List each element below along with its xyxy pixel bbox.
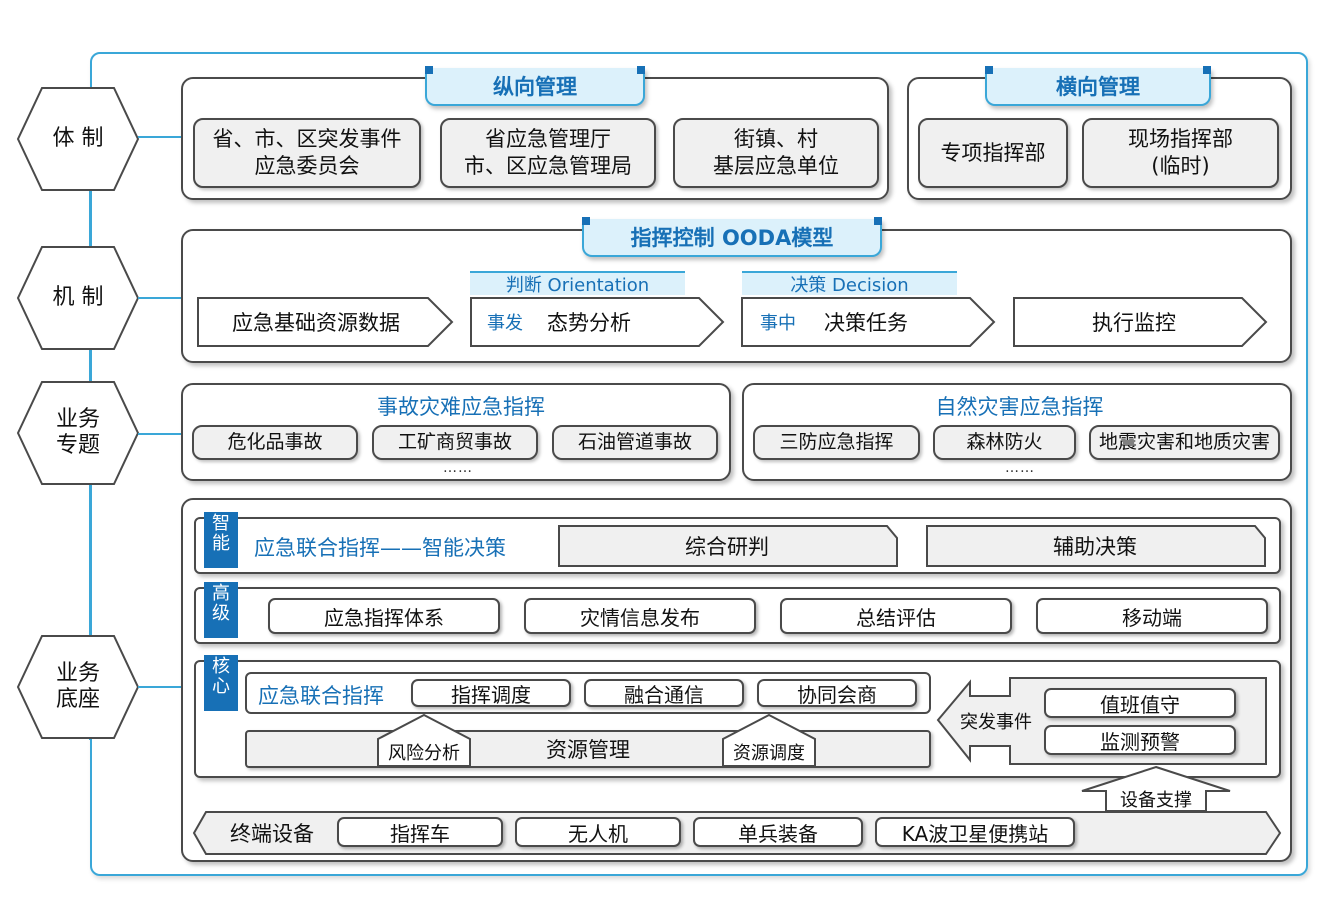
core-ribbon: 核 心	[204, 655, 238, 711]
hazardous-chem-box: 危化品事故	[192, 425, 358, 460]
natural-ellipsis: ……	[1005, 460, 1035, 476]
monitoring-box: 监测预警	[1044, 725, 1236, 755]
ooda-step-data: 应急基础资源数据	[196, 296, 456, 350]
comprehensive-analysis-label: 综合研判	[685, 535, 769, 559]
field-command-box: 现场指挥部 (临时)	[1082, 118, 1279, 188]
resource-dispatch-label: 资源调度	[733, 743, 805, 764]
during-label: 事中	[760, 313, 796, 334]
disaster-info-box: 灾情信息发布	[524, 598, 756, 634]
command-vehicle-box: 指挥车	[337, 817, 503, 847]
terminal-label: 终端设备	[230, 822, 314, 846]
ooda-step-situation: 事发 态势分析	[469, 296, 727, 350]
dispatch-box: 指挥调度	[411, 679, 571, 707]
pipeline-box: 石油管道事故	[552, 425, 718, 460]
connector	[138, 136, 182, 138]
summary-eval-box: 总结评估	[780, 598, 1012, 634]
risk-analysis-arrow: 风险分析	[376, 713, 472, 768]
layer-hex-system: 体 制	[16, 86, 140, 192]
earthquake-box: 地震灾害和地质灾害	[1089, 425, 1280, 460]
industrial-trade-box: 工矿商贸事故	[372, 425, 538, 460]
smart-ribbon: 智 能	[204, 512, 238, 568]
horizontal-management-tab: 横向管理	[985, 66, 1211, 106]
ooda-step-execute-label: 执行监控	[1092, 311, 1176, 335]
orientation-tag-label: 判断 Orientation	[505, 275, 650, 296]
accident-ellipsis: ……	[443, 460, 473, 476]
mobile-box: 移动端	[1036, 598, 1268, 634]
emergency-bureau-box: 省应急管理厅 市、区应急管理局	[440, 118, 656, 188]
resource-dispatch-arrow: 资源调度	[721, 713, 817, 768]
incident-label: 突发事件	[960, 712, 1032, 733]
connector	[138, 297, 182, 299]
comprehensive-analysis-box: 综合研判	[557, 524, 901, 568]
connector	[138, 686, 182, 688]
duty-box: 值班值守	[1044, 688, 1236, 718]
layer-hex-topics: 业务 专题	[16, 380, 140, 486]
core-ribbon-text: 核 心	[212, 656, 230, 697]
advanced-ribbon: 高 级	[204, 582, 238, 638]
decision-tag: 决策 Decision	[742, 271, 957, 296]
ooda-step-execute: 执行监控	[1012, 296, 1270, 350]
accident-title: 事故灾难应急指挥	[377, 395, 545, 419]
ooda-step-data-label: 应急基础资源数据	[232, 311, 400, 335]
drone-box: 无人机	[515, 817, 681, 847]
consultation-box: 协同会商	[757, 679, 917, 707]
vertical-management-tab: 纵向管理	[425, 66, 645, 106]
layer-label-mechanism: 机 制	[52, 285, 104, 310]
grassroots-unit-box: 街镇、村 基层应急单位	[673, 118, 879, 188]
layer-label-system: 体 制	[52, 126, 104, 151]
ooda-step-decision-label: 决策任务	[824, 311, 908, 335]
layer-hex-mechanism: 机 制	[16, 245, 140, 351]
natural-title: 自然灾害应急指挥	[935, 395, 1104, 419]
decision-tag-label: 决策 Decision	[790, 275, 909, 296]
equipment-support-label: 设备支撑	[1120, 790, 1192, 811]
layer-hex-base: 业务 底座	[16, 634, 140, 740]
flood-control-box: 三防应急指挥	[753, 425, 920, 460]
emergency-committee-box: 省、市、区突发事件 应急委员会	[193, 118, 421, 188]
smart-title: 应急联合指挥——智能决策	[254, 536, 506, 560]
command-system-box: 应急指挥体系	[268, 598, 500, 634]
ooda-model-tab: 指挥控制 OODA模型	[582, 217, 882, 257]
ooda-step-decision: 事中 决策任务	[740, 296, 998, 350]
orientation-tag: 判断 Orientation	[470, 271, 685, 296]
decision-support-label: 辅助决策	[1053, 535, 1137, 559]
equipment-support-arrow: 设备支撑	[1080, 765, 1232, 813]
smart-ribbon-text: 智 能	[212, 513, 230, 554]
ooda-step-situation-label: 态势分析	[547, 311, 631, 335]
layer-label-topics: 业务 专题	[55, 407, 100, 458]
before-label: 事发	[487, 313, 523, 334]
resource-mgmt-bar	[245, 730, 931, 768]
decision-support-box: 辅助决策	[925, 524, 1269, 568]
risk-analysis-label: 风险分析	[388, 743, 460, 764]
resource-mgmt-label: 资源管理	[546, 738, 630, 762]
fused-comm-box: 融合通信	[584, 679, 744, 707]
core-title: 应急联合指挥	[258, 684, 384, 708]
soldier-equipment-box: 单兵装备	[693, 817, 863, 847]
connector	[138, 433, 182, 435]
advanced-ribbon-text: 高 级	[212, 583, 230, 624]
special-command-box: 专项指挥部	[918, 118, 1068, 188]
layer-label-base: 业务 底座	[55, 661, 100, 712]
forest-fire-box: 森林防火	[933, 425, 1076, 460]
ka-satellite-box: KA波卫星便携站	[875, 817, 1075, 847]
